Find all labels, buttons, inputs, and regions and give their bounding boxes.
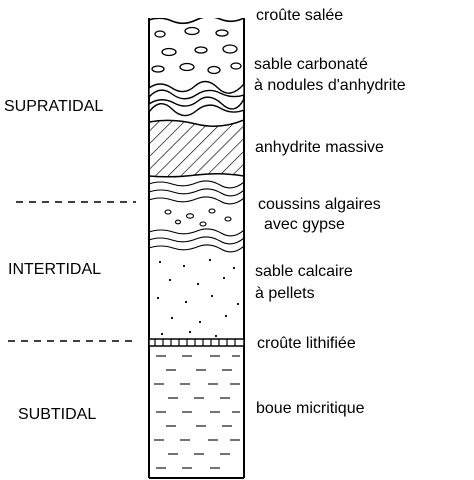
- salt-crust-texture: [199, 16, 237, 18]
- pellet-sand-dots: [156, 258, 240, 338]
- massive-anhydrite-layer: [149, 119, 244, 178]
- layer-label-micritic-mud: boue micritique: [256, 400, 365, 417]
- micritic-mud-dashes: [154, 355, 240, 469]
- layer-label-pellet-sand-line1: sable calcaire: [255, 263, 353, 280]
- layer-label-carbonate-sand-line1: sable carbonaté: [254, 56, 368, 73]
- nodule-band-2: [149, 96, 244, 117]
- zone-label-subtidal: SUBTIDAL: [18, 406, 97, 423]
- layer-label-algal-mats-line1: coussins algaires: [258, 196, 381, 213]
- zone-label-supratidal: SUPRATIDAL: [4, 98, 104, 115]
- layer-label-carbonate-sand-line2: à nodules d'anhydrite: [254, 77, 406, 94]
- layer-label-massive-anhydrite: anhydrite massive: [255, 139, 384, 156]
- lithified-crust-texture: [154, 339, 236, 346]
- anhydrite-nodules: [151, 26, 242, 75]
- zone-label-intertidal: INTERTIDAL: [8, 261, 102, 278]
- layer-label-pellet-sand-line2: à pellets: [255, 285, 315, 302]
- nodule-band-1: [149, 80, 244, 100]
- algal-mat-laminae: [149, 180, 244, 253]
- lithified-crust-layer: [149, 338, 244, 347]
- layer-label-lithified-crust: croûte lithifiée: [257, 335, 356, 352]
- layer-label-algal-mats-line2: avec gypse: [264, 216, 345, 233]
- gypsum-crystals: [164, 208, 232, 227]
- layer-label-salt-crust: croûte salée: [256, 7, 344, 24]
- salt-crust-layer: [149, 18, 244, 25]
